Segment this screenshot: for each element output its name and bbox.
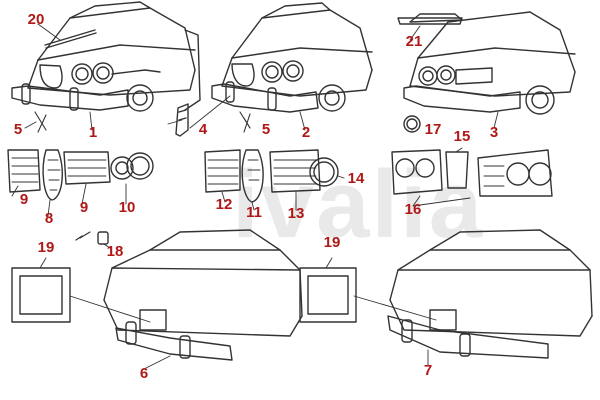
hood-trim-strip xyxy=(44,29,96,46)
car-front-view-3 xyxy=(397,11,576,133)
bumper-mount-bracket xyxy=(175,103,189,137)
callout-12-left-grille: 12 xyxy=(215,196,233,213)
callout-1-front-bumper: 1 xyxy=(88,124,98,141)
grille-set-left xyxy=(7,149,154,245)
callout-9-right-grille: 9 xyxy=(79,199,89,216)
callout-13-right-grille: 13 xyxy=(287,205,305,222)
callout-8-center-shield: 8 xyxy=(44,210,54,227)
callout-19-right-plate-frame: 19 xyxy=(323,234,341,251)
shield-part-8 xyxy=(42,149,63,201)
alfa-shield xyxy=(39,64,63,89)
callout-14-headlight-ring: 14 xyxy=(347,170,365,187)
callout-2-front-bumper: 2 xyxy=(301,124,311,141)
callout-18-grille-clip: 18 xyxy=(106,243,124,260)
car-front-view-2 xyxy=(211,2,373,133)
car-rear-view-right xyxy=(299,229,593,359)
callout-10-headlight-ring: 10 xyxy=(118,199,136,216)
grille-set-right xyxy=(391,149,553,197)
callout-17-fog-light-ring: 17 xyxy=(424,121,442,138)
car-rear-view-left xyxy=(11,229,303,361)
callout-9-left-grille: 9 xyxy=(19,191,29,208)
plate-frame-left xyxy=(11,267,71,323)
callout-19-left-plate-frame: 19 xyxy=(37,239,55,256)
callout-4-bumper-mount: 4 xyxy=(198,121,208,138)
callout-3-front-bumper: 3 xyxy=(489,124,499,141)
callout-5-left-bracket: 5 xyxy=(13,121,23,138)
callout-7-rear-bumper: 7 xyxy=(423,362,433,379)
callout-11-center-shield: 11 xyxy=(246,204,262,221)
callout-6-rear-bumper: 6 xyxy=(139,365,149,382)
grille-set-middle xyxy=(204,149,339,203)
callout-5-center-bracket: 5 xyxy=(261,121,271,138)
car-front-view-1 xyxy=(11,1,201,133)
roof-spoiler xyxy=(409,13,463,23)
callout-20-hood-trim: 20 xyxy=(27,11,45,28)
leader-lines xyxy=(11,23,499,369)
callout-16-full-grille-assembly: 16 xyxy=(404,201,422,218)
plate-frame-right xyxy=(299,267,357,323)
callout-21-roof-spoiler: 21 xyxy=(405,33,423,50)
callout-15-center-shield: 15 xyxy=(453,128,471,145)
